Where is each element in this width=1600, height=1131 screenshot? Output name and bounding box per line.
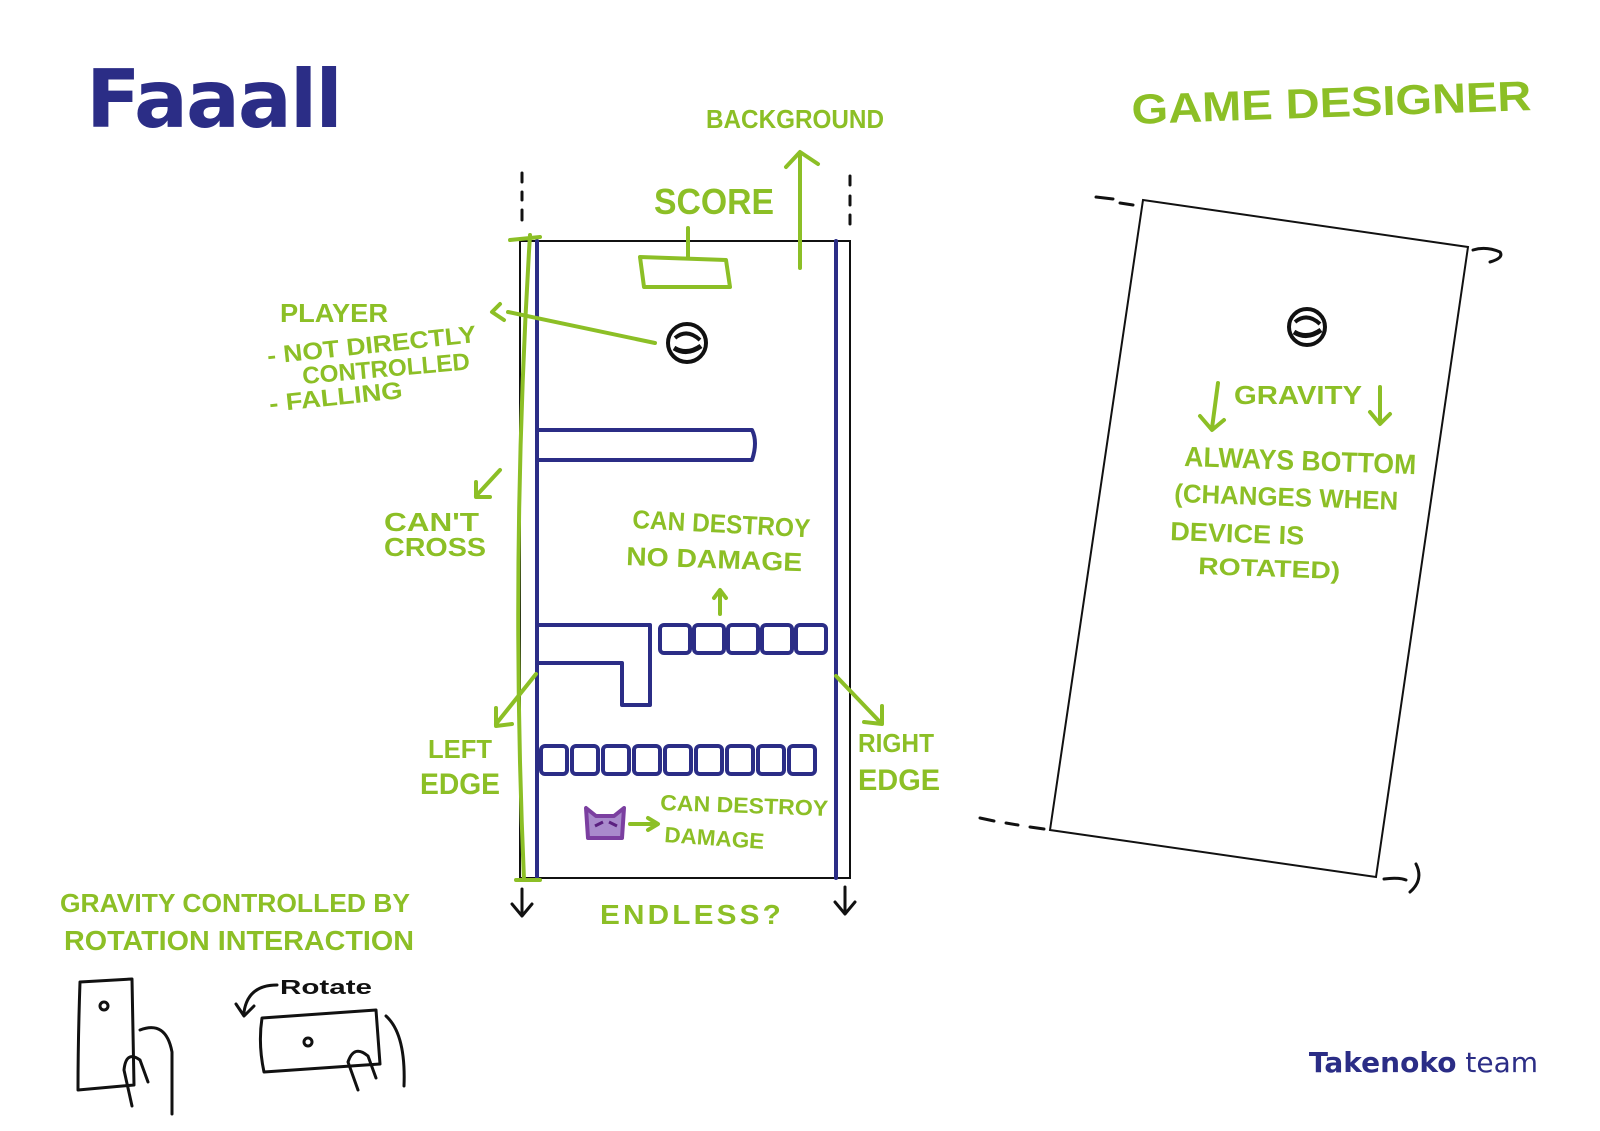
- label-can-destroy-no-damage-1: Can destroy: [632, 504, 811, 543]
- cant-cross-bracket: [508, 233, 542, 882]
- label-gravity-controlled-2: rotation interaction: [64, 925, 414, 956]
- label-left-edge-2: edge: [420, 768, 500, 801]
- label-background: Background: [706, 104, 884, 134]
- enemy-cat-icon: [584, 806, 626, 840]
- down-arrow-left: [510, 887, 534, 918]
- label-can-destroy-damage-1: Can destroy: [660, 790, 829, 821]
- label-right-edge-2: edge: [858, 764, 940, 797]
- label-score: Score: [654, 181, 774, 222]
- team-suffix: team: [1465, 1046, 1538, 1079]
- game-mockup: [474, 150, 884, 918]
- destructible-blocks-row-1: [658, 623, 828, 655]
- rotated-device-mockup: [978, 195, 1503, 894]
- destructible-blocks-row-2: [539, 744, 817, 776]
- label-always-bottom-4: rotated): [1198, 553, 1341, 585]
- label-cant-cross-1: Can't: [384, 507, 479, 537]
- label-endless: Endless?: [600, 899, 784, 930]
- player-face-icon: [1287, 307, 1327, 347]
- team-name: Takenoko: [1308, 1046, 1457, 1079]
- background-arrow: [784, 150, 820, 270]
- top-dashes: [520, 171, 852, 226]
- player-face-icon: [666, 322, 708, 364]
- down-arrow-right: [833, 885, 857, 916]
- label-can-destroy-no-damage-2: no damage: [626, 541, 803, 577]
- wall-platform-lower: [535, 623, 652, 707]
- label-game-designer: Game Designer: [1131, 72, 1532, 133]
- label-always-bottom-2: (changes when: [1174, 478, 1399, 516]
- team-credit: Takenoko team: [1309, 1046, 1538, 1079]
- label-cant-cross-2: cross: [384, 532, 486, 562]
- score-box: [638, 255, 732, 289]
- label-right-edge-1: Right: [858, 728, 934, 758]
- label-always-bottom-3: device is: [1170, 516, 1305, 551]
- phone-portrait-icon: [76, 977, 174, 1116]
- label-gravity: Gravity: [1234, 380, 1362, 410]
- rotate-arrow-icon: [234, 983, 279, 1018]
- wall-platform-upper: [535, 428, 757, 462]
- label-player-note-2: - falling: [268, 377, 404, 418]
- label-can-destroy-damage-2: damage: [664, 822, 766, 854]
- label-always-bottom-1: Always bottom: [1184, 441, 1417, 480]
- page-title: Faaall: [86, 53, 343, 146]
- label-left-edge-1: Left: [428, 734, 492, 764]
- label-gravity-controlled-1: Gravity controlled by: [60, 888, 410, 918]
- label-player: Player: [280, 298, 388, 328]
- phone-landscape-icon: [258, 1008, 406, 1092]
- label-rotate: Rotate: [280, 977, 372, 999]
- rotated-screen-frame: [1048, 198, 1470, 879]
